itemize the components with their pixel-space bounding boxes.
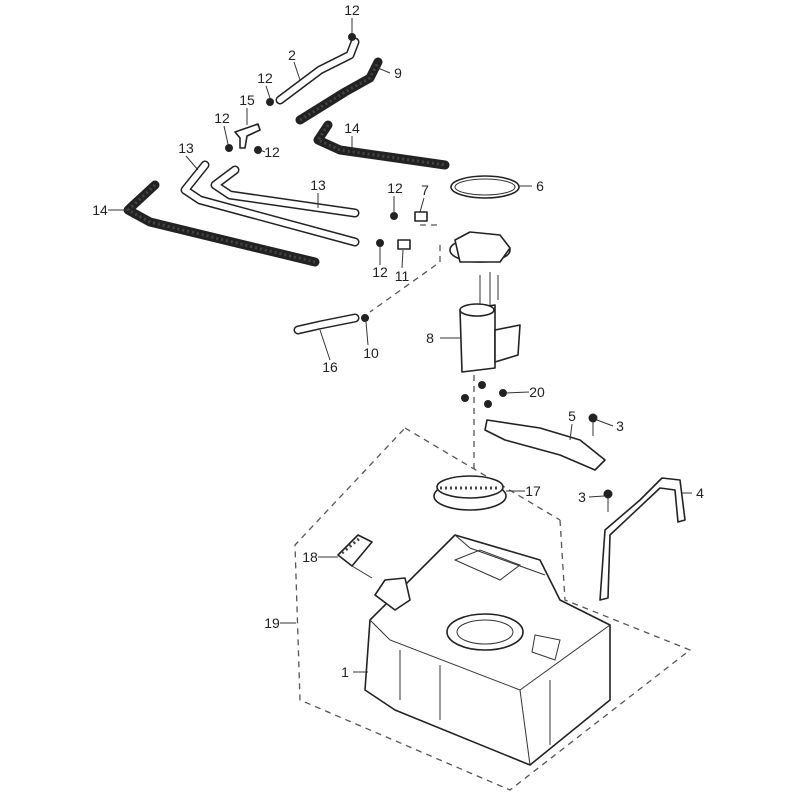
callout-label: 4 (696, 485, 704, 501)
callout-label: 20 (529, 384, 545, 400)
bolt (603, 489, 613, 512)
callout-label: 10 (363, 345, 379, 361)
bracket (484, 419, 606, 471)
callout-label: 12 (372, 264, 388, 280)
seal-ring-inner (454, 178, 516, 196)
callout-label: 6 (536, 178, 544, 194)
callout-label: 16 (322, 359, 338, 375)
callout-label: 3 (616, 418, 624, 434)
callout-label: 12 (214, 110, 230, 126)
fuel-tank (364, 534, 611, 766)
fuel-cap (337, 534, 373, 579)
callout-label: 13 (178, 140, 194, 156)
assembly-boundary (294, 427, 692, 791)
callout-label: 12 (264, 144, 280, 160)
callout-label: 2 (288, 47, 296, 63)
callout-label: 3 (578, 489, 586, 505)
callout-label: 9 (394, 65, 402, 81)
callout-label: 18 (302, 549, 318, 565)
lock-ring (433, 475, 507, 511)
callout-label: 19 (264, 615, 280, 631)
callout-label: 5 (568, 408, 576, 424)
tank-strap (599, 477, 686, 601)
fuel-pump (449, 231, 521, 373)
nut (461, 394, 469, 402)
clamps (225, 33, 428, 322)
callout-label: 12 (344, 2, 360, 18)
leader-lines (108, 18, 692, 673)
hoses (123, 37, 450, 335)
callout-label: 12 (387, 180, 403, 196)
callout-label: 8 (426, 330, 434, 346)
callout-label: 14 (344, 120, 360, 136)
assembly-leaders (369, 224, 475, 470)
callout-label: 14 (92, 202, 108, 218)
t-connector (234, 123, 261, 149)
callout-label: 17 (525, 483, 541, 499)
callout-label: 12 (257, 70, 273, 86)
nut (484, 400, 492, 408)
callout-label: 1 (341, 664, 349, 680)
callout-label: 15 (239, 92, 255, 108)
callout-label: 13 (310, 177, 326, 193)
callout-label: 11 (395, 268, 410, 284)
seal-ring (450, 175, 520, 199)
callout-label: 7 (421, 182, 429, 198)
nut (499, 389, 507, 397)
nut (478, 381, 486, 389)
bolt (588, 413, 598, 436)
